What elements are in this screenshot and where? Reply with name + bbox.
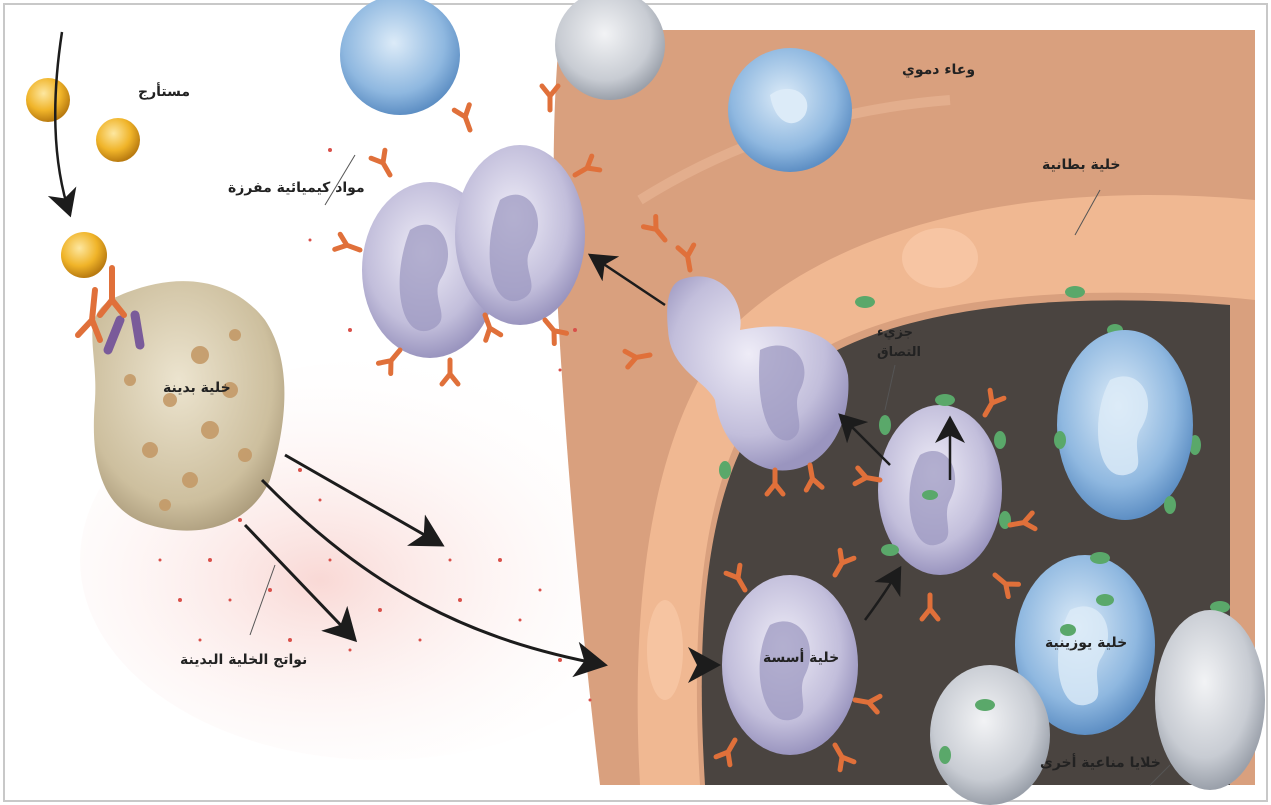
label-endothelial-cell: خلية بطانية bbox=[1042, 157, 1121, 173]
label-secreted-chemicals: مواد كيميائية مفرزة bbox=[228, 180, 365, 196]
endothelial-cell-bump bbox=[902, 228, 978, 288]
label-adhesion-molecule-line2: التصاق bbox=[877, 345, 921, 360]
eosinophil-cell bbox=[1057, 330, 1193, 520]
label-eosinophil: خلية يوزينية bbox=[1045, 635, 1127, 651]
antigen-ball-icon bbox=[61, 232, 107, 278]
label-fat-cell: خلية بدينة bbox=[163, 380, 231, 396]
label-blood-vessel: وعاء دموي bbox=[902, 62, 975, 78]
label-antigen: مستأرج bbox=[138, 84, 190, 100]
label-basophil: خلية أسسة bbox=[763, 650, 839, 666]
label-other-immune-cells: خلايا مناعية أخرى bbox=[1040, 755, 1161, 771]
label-adhesion-molecule: جزيء bbox=[877, 325, 913, 340]
label-fat-cell-products: نواتج الخلية البدينة bbox=[180, 652, 307, 668]
antigen-ball-icon bbox=[96, 118, 140, 162]
antigen-ball-icon bbox=[26, 78, 70, 122]
